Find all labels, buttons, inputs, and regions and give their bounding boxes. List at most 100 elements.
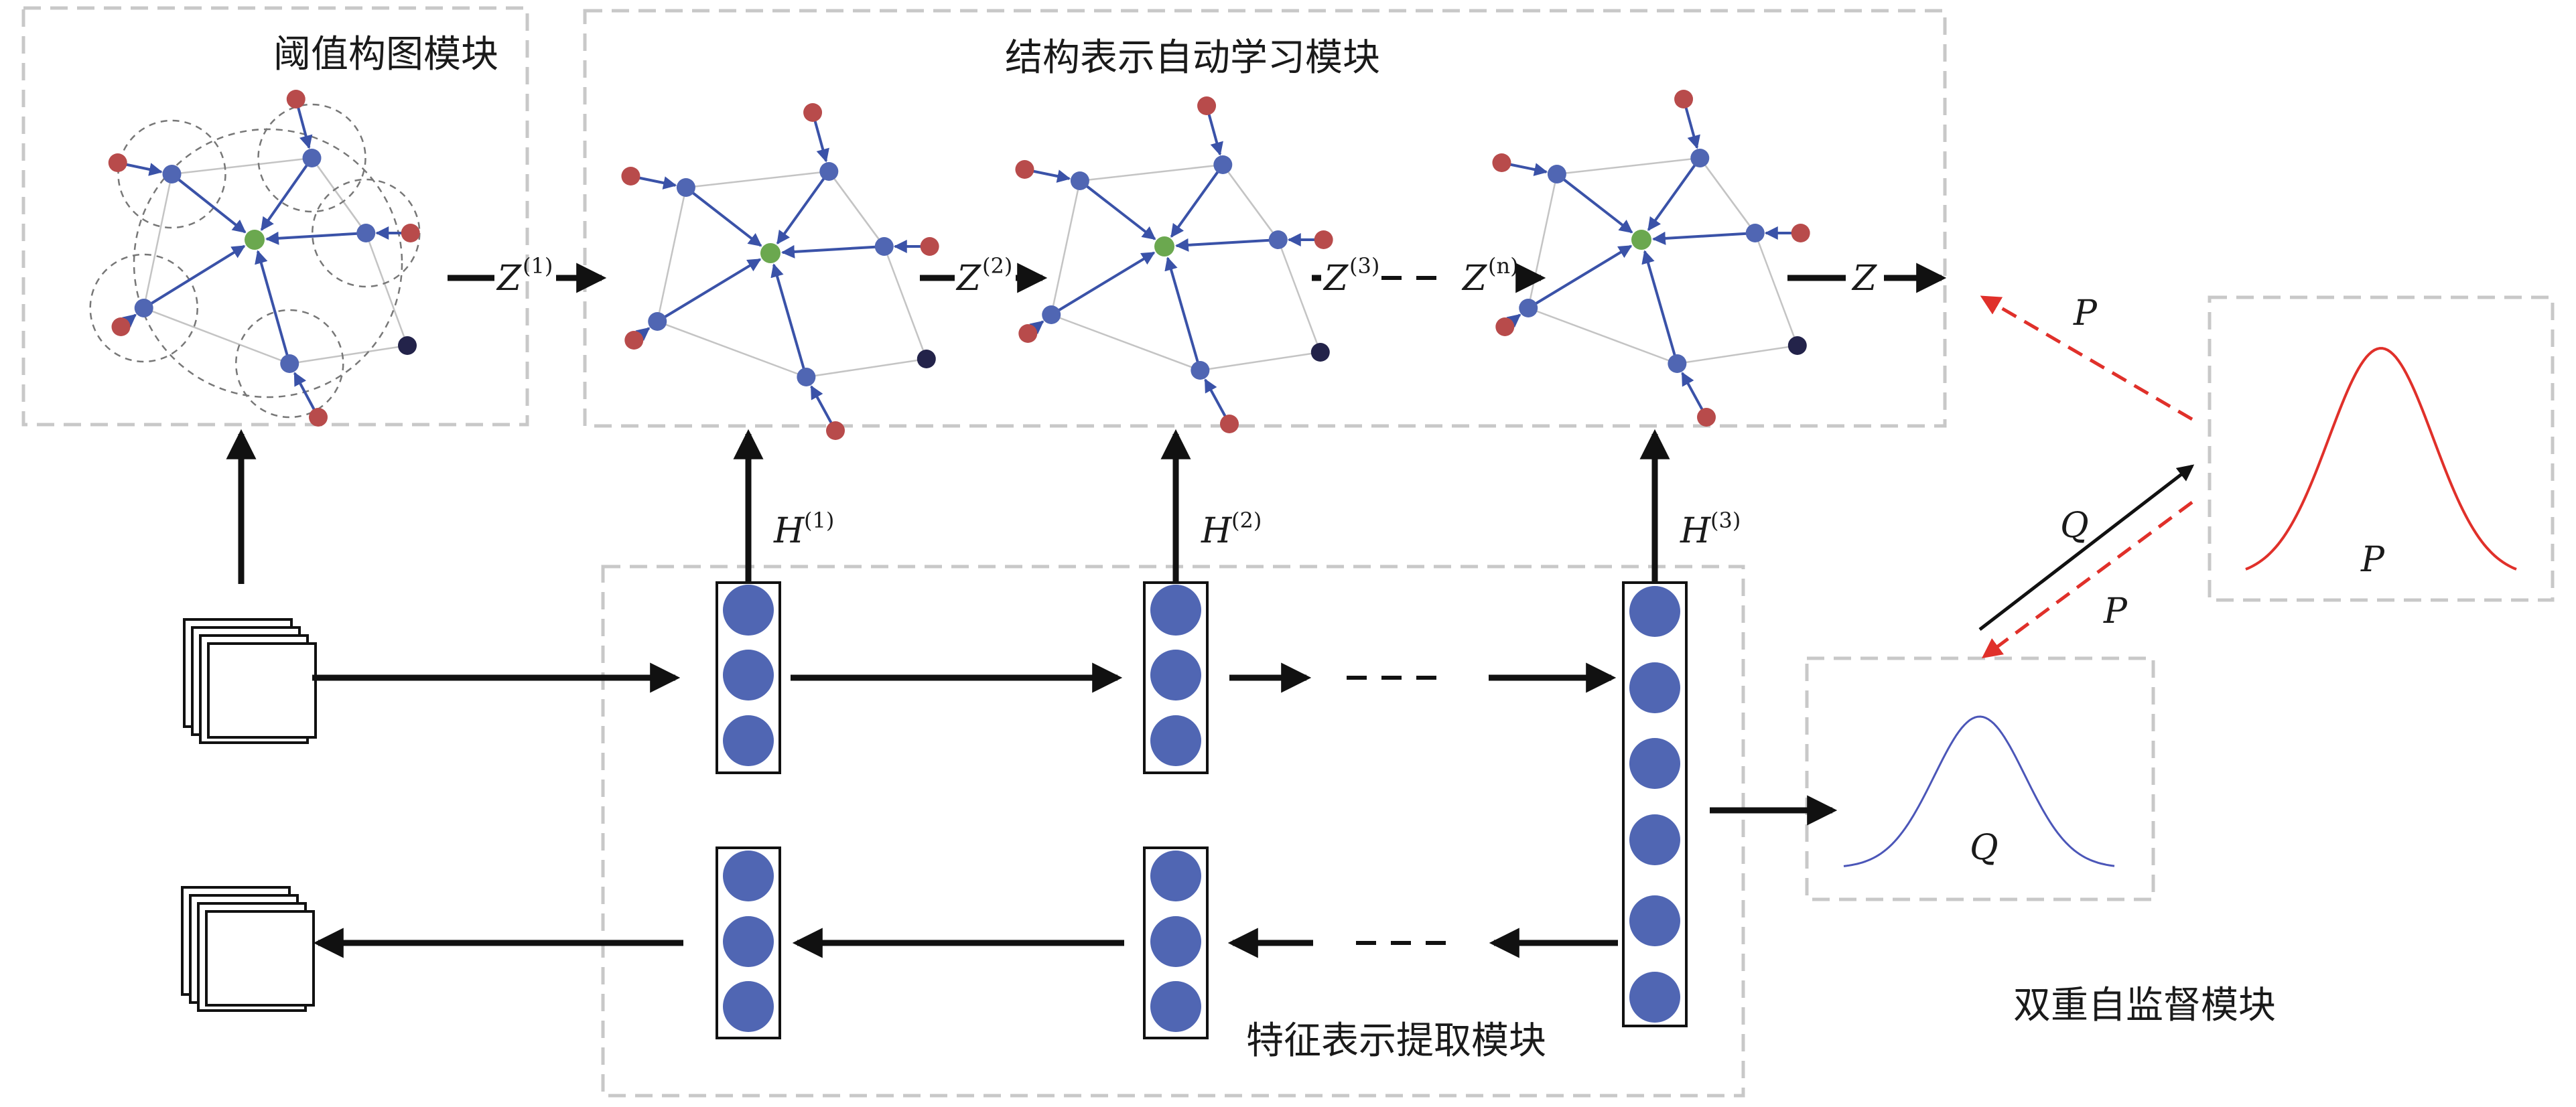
structure-learning-module-title: 结构表示自动学习模块 [1005,36,1380,80]
graph-node-inner [874,237,894,256]
graph-node-inner [1070,171,1089,190]
graph-mesh-edge [1754,232,1798,346]
graph-mesh-edge [172,157,312,175]
graph-node-inner [1213,155,1233,174]
graph-node-inner [162,165,182,183]
structure-graph-2 [1015,96,1333,433]
graph-node-outer [401,224,420,242]
graph-mesh-edge [685,170,829,189]
graph-edge [1651,231,1755,245]
neuron [1150,585,1201,636]
h2-arrow: H (2) [1160,429,1262,585]
neuron [1629,662,1680,713]
z3-zn-arrow: Z (3) Z (n) [1312,253,1546,299]
h2-symbol: H [1201,511,1233,551]
graph-mesh-edge [289,344,408,365]
graph-mesh-edge [1050,313,1201,372]
graph-node-outer [1015,160,1034,179]
z3-symbol: Z [1323,259,1349,299]
graph-node-outer [309,408,328,427]
graph-node-outer [286,90,306,108]
graph-mesh-edge [883,246,927,360]
graph-mesh-edge [656,187,687,322]
z1-arrow: Z (1) [448,253,607,299]
neuron [1629,814,1680,865]
z-output-arrow: Z [1787,259,1947,299]
graph-node-hub [1154,236,1174,256]
decoder-layer-1 [716,846,781,1039]
dual-supervision-module-title: 双重自监督模块 [2013,984,2276,1027]
neuron [723,715,774,766]
graph-edge [265,231,366,245]
neuron [1629,738,1680,789]
z2-symbol: Z [955,259,981,299]
structure-learning-module-box [583,9,1947,428]
graph-node-inner [1519,299,1538,317]
z3-superscript: (3) [1349,253,1379,279]
graph-mesh-edge [1277,239,1321,353]
graph-node-inner [1745,224,1765,242]
graph-mesh-edge [1527,173,1558,309]
h2-superscript: (2) [1231,508,1262,533]
graph-edge [171,173,247,234]
graph-mesh-edge [1050,180,1081,315]
graph-node-hub [1631,230,1651,250]
p-distribution-curve [2245,347,2517,571]
neuron [1150,715,1201,766]
zn-superscript: (n) [1488,253,1519,279]
graph-node-outer [1495,317,1515,336]
graph-node-outer [1314,230,1333,249]
q-to-p-arrow [1978,464,2195,631]
graph-edge [1050,251,1156,316]
graph-edge [1641,250,1679,364]
graph-edge [1528,244,1633,309]
graph-edge [770,263,808,378]
z2-arrow: Z (2) [920,253,1048,299]
graph-mesh-edge [311,157,367,234]
graph-node-inner [1191,361,1210,380]
graph-node-inner [797,368,816,386]
graph-node-outer [1697,408,1716,427]
h3-symbol: H [1680,511,1712,551]
input-data-stack [183,618,317,744]
neuron [1629,895,1680,946]
graph-node-inner [1042,305,1061,324]
graph-node-outer [1791,224,1810,242]
encoder-layer-1 [716,581,781,774]
graph-node-outer [1492,153,1511,172]
structure-graph-3 [1492,90,1810,427]
node-neighborhood-circle [235,309,344,419]
graph-mesh-edge [806,358,927,378]
graph-edge [260,157,314,231]
neuron [723,981,774,1032]
h1-superscript: (1) [804,508,834,533]
graph-node-hub [245,230,265,250]
graph-node-outer [1674,90,1694,108]
graph-mesh-edge [1079,163,1223,182]
graph-node-outer [108,153,127,172]
graph-edge [1556,173,1633,234]
graph-mesh-edge [1699,157,1756,234]
neuron [1150,916,1201,967]
z-output-symbol: Z [1851,259,1877,299]
neuron [723,585,774,636]
encoder-layer-2 [1143,581,1209,774]
threshold-graph-module-title: 阈值构图模块 [273,33,498,76]
node-neighborhood-circle [117,119,226,229]
graph-node-outer [803,103,823,122]
graph-node-outer [826,421,845,440]
graph-node-inner [648,312,667,331]
p-distribution-label: P [2360,540,2385,580]
h3-superscript: (3) [1710,508,1741,533]
graph-mesh-edge [1222,164,1279,240]
p-arrow-label-upper: P [2073,293,2098,334]
graph-node-dark [1310,343,1330,362]
neuron [1150,650,1201,700]
graph-mesh-edge [1200,351,1320,372]
q-arrow-label: Q [2060,506,2089,546]
p-to-q-arrow [1981,500,2193,658]
bottleneck-layer [1622,581,1688,1027]
graph-edge [781,244,884,259]
neuron [1629,972,1680,1023]
graph-mesh-edge [1677,344,1798,365]
